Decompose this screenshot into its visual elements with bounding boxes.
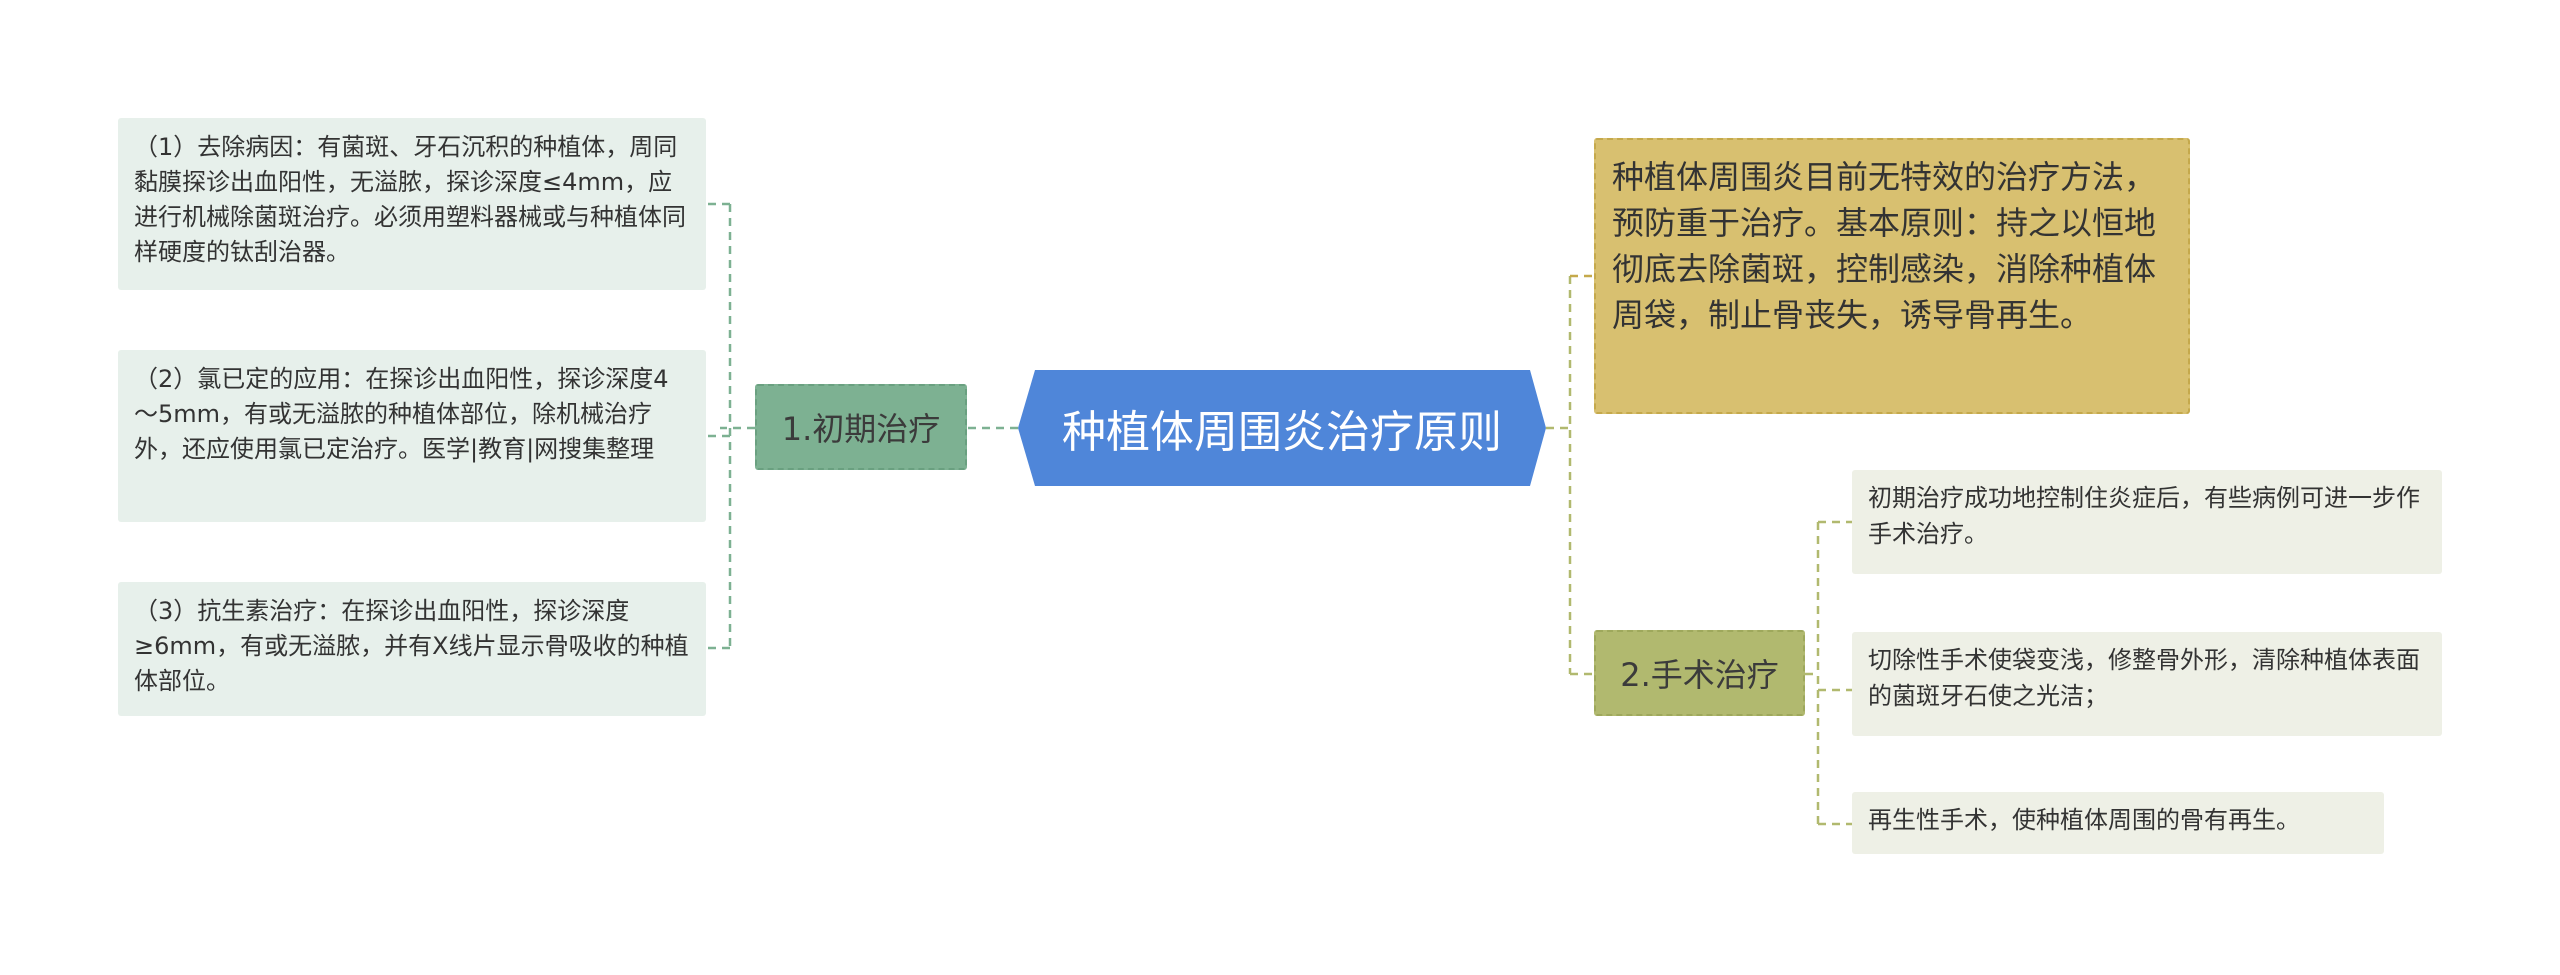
leaf-antibiotics[interactable]: （3）抗生素治疗：在探诊出血阳性，探诊深度≥6mm，有或无溢脓，并有X线片显示骨… <box>118 582 706 716</box>
leaf-regenerative-surgery-text: 再生性手术，使种植体周围的骨有再生。 <box>1868 806 2300 834</box>
leaf-remove-cause-text: （1）去除病因：有菌斑、牙石沉积的种植体，周同黏膜探诊出血阳性，无溢脓，探诊深度… <box>134 133 686 266</box>
center-topic-label: 种植体周围炎治疗原则 <box>1062 407 1502 458</box>
leaf-further-surgery[interactable]: 初期治疗成功地控制住炎症后，有些病例可进一步作手术治疗。 <box>1852 470 2442 574</box>
leaf-chlorhexidine-text: （2）氯已定的应用：在探诊出血阳性，探诊深度4～5mm，有或无溢脓的种植体部位，… <box>134 365 669 463</box>
branch-initial-treatment[interactable]: 1.初期治疗 <box>755 384 967 470</box>
leaf-antibiotics-text: （3）抗生素治疗：在探诊出血阳性，探诊深度≥6mm，有或无溢脓，并有X线片显示骨… <box>134 597 689 695</box>
branch-surgical-treatment-label: 2.手术治疗 <box>1620 656 1779 694</box>
leaf-resective-surgery-text: 切除性手术使袋变浅，修整骨外形，清除种植体表面的菌斑牙石使之光洁； <box>1868 646 2420 710</box>
leaf-further-surgery-text: 初期治疗成功地控制住炎症后，有些病例可进一步作手术治疗。 <box>1868 484 2420 548</box>
center-node-shape <box>1018 370 1546 486</box>
leaf-chlorhexidine[interactable]: （2）氯已定的应用：在探诊出血阳性，探诊深度4～5mm，有或无溢脓的种植体部位，… <box>118 350 706 522</box>
branch-initial-treatment-label: 1.初期治疗 <box>781 410 941 448</box>
leaf-resective-surgery[interactable]: 切除性手术使袋变浅，修整骨外形，清除种植体表面的菌斑牙石使之光洁； <box>1852 632 2442 736</box>
intro-summary-text: 种植体周围炎目前无特效的治疗方法，预防重于治疗。基本原则：持之以恒地彻底去除菌斑… <box>1612 158 2157 334</box>
connector-branch2-trunk <box>1805 522 1820 824</box>
connector-branch1-trunk <box>720 204 755 648</box>
intro-summary[interactable]: 种植体周围炎目前无特效的治疗方法，预防重于治疗。基本原则：持之以恒地彻底去除菌斑… <box>1594 138 2190 414</box>
leaf-regenerative-surgery[interactable]: 再生性手术，使种植体周围的骨有再生。 <box>1852 792 2384 854</box>
center-topic[interactable]: 种植体周围炎治疗原则 <box>1018 370 1546 486</box>
branch-surgical-treatment[interactable]: 2.手术治疗 <box>1594 630 1805 716</box>
leaf-remove-cause[interactable]: （1）去除病因：有菌斑、牙石沉积的种植体，周同黏膜探诊出血阳性，无溢脓，探诊深度… <box>118 118 706 290</box>
